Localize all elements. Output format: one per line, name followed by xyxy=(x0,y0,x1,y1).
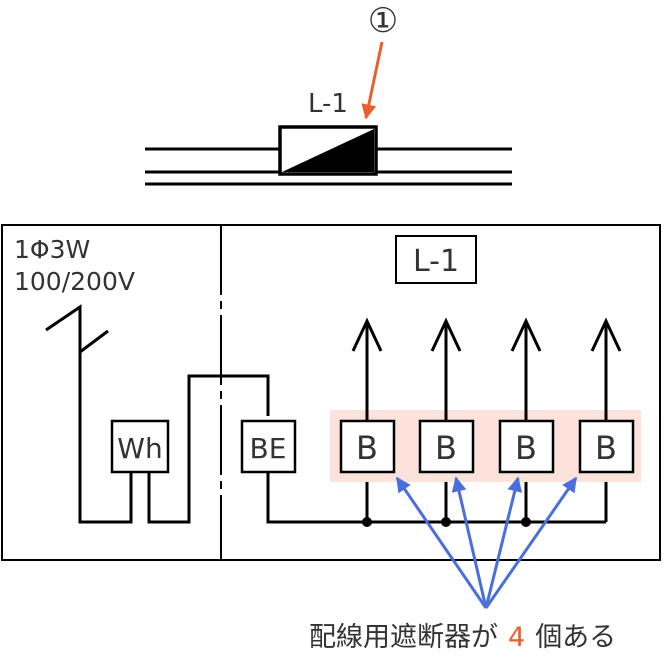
branch-breaker-3-label: B xyxy=(515,429,537,467)
annotation-text: 配線用遮断器が 4 個ある xyxy=(309,622,616,653)
main-breaker xyxy=(240,419,297,474)
symbol-label: L-1 xyxy=(308,89,348,119)
callout-number: ① xyxy=(368,1,398,41)
wiring xyxy=(78,352,608,524)
watthour-meter xyxy=(110,419,170,474)
watthour-meter-label: Wh xyxy=(117,432,162,465)
outgoing-feeders xyxy=(351,317,622,421)
supply-spec-line1: 1Φ3W xyxy=(14,235,90,264)
annotation-text-before: 配線用遮断器が xyxy=(309,622,498,653)
incoming-supply-symbol xyxy=(45,304,109,355)
branch-breaker-1 xyxy=(339,419,396,474)
annotation-count: 4 xyxy=(508,622,525,653)
branch-breaker-2-label: B xyxy=(435,429,457,467)
bus-junctions xyxy=(362,517,531,527)
branch-breaker-4 xyxy=(578,419,635,474)
callout-arrow xyxy=(361,41,384,120)
panel-frame xyxy=(1,224,661,561)
branch-breaker-4-label: B xyxy=(595,429,617,467)
supply-spec-line2: 100/200V xyxy=(14,267,135,296)
branch-breaker-1-label: B xyxy=(356,429,378,467)
panel-title: L-1 xyxy=(413,244,459,279)
distribution-board-symbol xyxy=(145,125,512,186)
branch-breaker-2 xyxy=(418,419,475,474)
branch-breaker-3 xyxy=(498,419,555,474)
main-breaker-label: BE xyxy=(250,432,287,465)
panel-title-box xyxy=(395,235,477,284)
annotation-text-after: 個ある xyxy=(535,622,616,653)
pointer-arrows xyxy=(395,476,578,609)
